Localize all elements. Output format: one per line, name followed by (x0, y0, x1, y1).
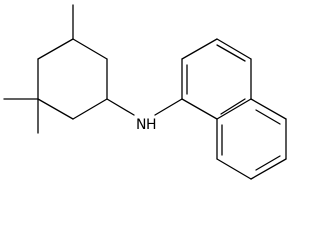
nitrogen-hydrogen: H (146, 117, 157, 133)
amine-linker (106, 98, 183, 116)
naphthalene-double-bond-fusion-inner (220, 98, 246, 115)
ring-bond-c4-c5 (37, 38, 74, 60)
naphthalene-bond-c6-c7 (250, 158, 287, 180)
bond-nitrogen-naphthyl (154, 98, 183, 116)
naphthalene-bond-c2-c3 (181, 38, 218, 60)
nitrogen-atom-label: N H (136, 117, 157, 133)
naphthalene-bond-c7-c8 (216, 158, 252, 180)
methyl-groups (3, 4, 74, 134)
ring-bond-c1-c2 (72, 98, 108, 120)
ring-bond-c2-c3 (37, 98, 74, 120)
naphthalene-double-bond-c4a-c5-inner (255, 109, 281, 125)
bond-c1-nitrogen (106, 98, 135, 116)
molecule-structure-diagram: N H (3, 4, 287, 180)
naphthalene-bond-c8a-c1 (181, 98, 218, 120)
nitrogen-symbol: N (136, 117, 146, 133)
ring-bond-c5-c6 (72, 38, 108, 60)
naphthalene-bond-c3-c4 (216, 38, 252, 60)
naphthalene-double-bond-c6-c7-inner (255, 155, 281, 171)
naphthalene-double-bond-c3-c4-inner (216, 44, 246, 62)
cyclohexane-ring (37, 38, 108, 120)
naphthalene-ring-system (181, 38, 287, 180)
naphthalene-fusion-bond (216, 98, 252, 120)
naphthalene-bond-c4a-c5 (250, 98, 287, 120)
